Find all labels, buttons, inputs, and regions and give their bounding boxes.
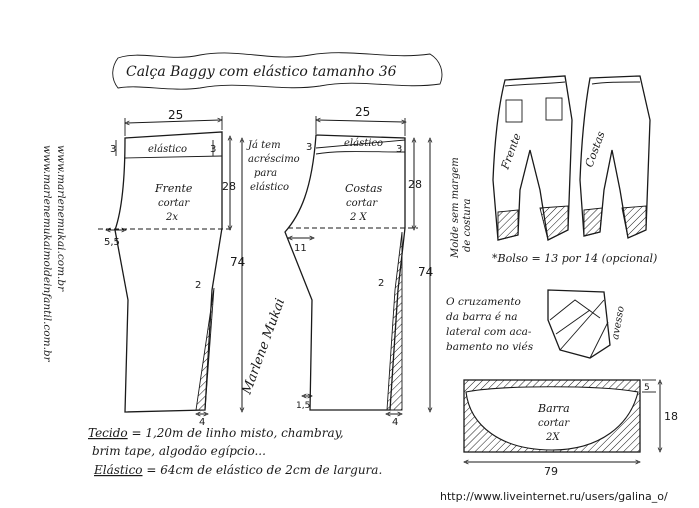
signature: Marlene Mukai <box>239 297 288 398</box>
cuff-label-3: 2X <box>545 432 560 443</box>
cuff-label-1: Barra <box>537 402 570 415</box>
front-hem-offset: 2 <box>195 280 201 291</box>
added-note-line-3: para <box>254 168 277 179</box>
back-top-left: 3 <box>306 142 312 153</box>
back-label-1: Costas <box>345 182 383 195</box>
website-vertical-1: www.marlenemukai.com.br <box>55 145 67 292</box>
back-side-28: 28 <box>408 178 422 191</box>
added-note-line-2: acréscimo <box>248 154 300 165</box>
front-length-74: 74 <box>230 255 245 269</box>
cuff-corner: 5 <box>644 383 650 393</box>
page-title: Calça Baggy com elástico tamanho 36 <box>126 64 397 80</box>
front-label-3: 2x <box>165 212 178 223</box>
sketch-back-label: Costas <box>583 129 608 169</box>
back-hem-left: 1,5 <box>296 401 310 411</box>
fabric-text: = 1,20m de linho misto, chambray, <box>131 426 343 440</box>
seam-note-line-1: Molde sem margem <box>450 157 461 259</box>
hem-cross-line-2: da barra é na <box>446 311 518 323</box>
seam-allowance-note: Molde sem margem de costura <box>450 157 473 259</box>
fabric-label: Tecido <box>88 426 128 440</box>
hem-cross-line-1: O cruzamento <box>446 296 521 308</box>
avesso-label: avesso <box>610 305 627 340</box>
title-banner: Calça Baggy com elástico tamanho 36 <box>112 52 443 90</box>
front-elastic-label: elástico <box>148 144 187 155</box>
back-elastic-label: elástico <box>344 138 383 149</box>
front-sketch: Frente <box>492 75 573 241</box>
front-side-28: 28 <box>222 180 236 193</box>
hem-crossing-note: O cruzamento da barra é na lateral com a… <box>446 296 534 353</box>
added-note-line-1: Já tem <box>246 140 281 151</box>
source-url: http://www.liveinternet.ru/users/galina_… <box>440 490 668 503</box>
front-crotch: 5,5 <box>104 237 120 248</box>
svg-text:Tecido = 1,20m de linho: Tecido = 1,20m de linho misto, chambray, <box>88 426 344 440</box>
cuff-height: 18 <box>664 410 678 423</box>
pocket-note: *Bolso = 13 por 14 (opcional) <box>492 252 657 265</box>
website-vertical-group: www.marlenemukai.com.br www.marlenemukai… <box>41 145 67 363</box>
svg-text:Elástico = 64cm de elást: Elástico = 64cm de elástico de 2cm de la… <box>93 463 382 477</box>
front-pattern-piece: 25 3 3 elástico Frente cortar 2x 28 74 5… <box>98 108 245 428</box>
back-sketch: Costas <box>579 75 651 239</box>
back-top-right: 3 <box>396 144 402 155</box>
cuff-label-2: cortar <box>538 418 570 429</box>
back-hem-width: 4 <box>392 417 398 428</box>
front-hem-width: 4 <box>199 417 205 428</box>
front-label-2: cortar <box>158 198 190 209</box>
back-label-2: cortar <box>346 198 378 209</box>
back-crotch: 11 <box>294 243 307 254</box>
sketch-front-label: Frente <box>498 131 524 172</box>
front-top-right: 3 <box>210 144 216 155</box>
elastic-label: Elástico <box>93 463 143 477</box>
back-length-74: 74 <box>418 265 433 279</box>
added-elastic-note: Já tem acréscimo para elástico <box>246 140 300 193</box>
materials-text: Tecido = 1,20m de linho misto, chambray,… <box>88 426 382 477</box>
back-pattern-piece: 25 3 3 elástico Costas cortar 2 X 28 74 … <box>284 105 433 428</box>
elastic-text: = 64cm de elástico de 2cm de largura. <box>146 463 382 477</box>
front-label-1: Frente <box>154 182 193 195</box>
fabric-text-2: brim tape, algodão egípcio... <box>92 444 266 458</box>
hem-cross-line-3: lateral com aca- <box>446 326 532 338</box>
website-vertical-2: www.marlenemukaimoldeinfantil.com.br <box>41 145 53 363</box>
cuff-pattern-piece: Barra cortar 2X 79 18 5 <box>463 379 678 478</box>
front-width: 25 <box>168 108 183 122</box>
hem-crossing-sketch: avesso <box>547 289 627 359</box>
added-note-line-4: elástico <box>250 182 289 193</box>
back-width: 25 <box>355 105 370 119</box>
back-label-3: 2 X <box>349 212 368 223</box>
front-top-left: 3 <box>110 144 116 155</box>
back-hem-offset: 2 <box>378 278 384 289</box>
cuff-width: 79 <box>544 465 558 478</box>
seam-note-line-2: de costura <box>462 199 473 252</box>
signature-text: Marlene Mukai <box>239 297 288 398</box>
hem-cross-line-4: bamento no viés <box>446 341 534 353</box>
